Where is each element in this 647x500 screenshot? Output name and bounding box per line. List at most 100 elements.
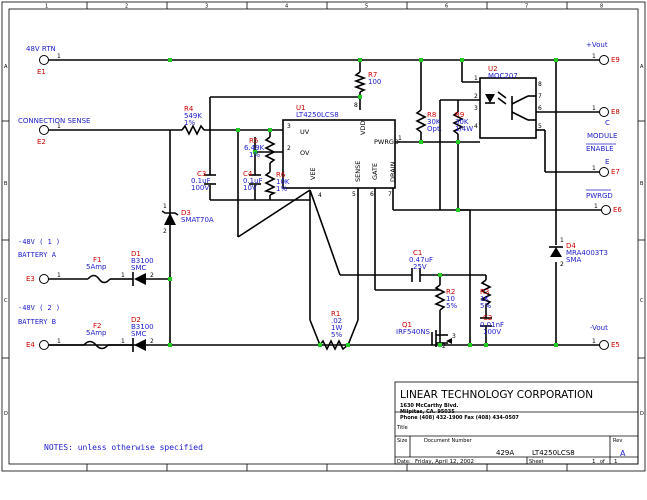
svg-text:1: 1 [57,53,61,60]
r4-ref: R4 [184,105,194,113]
border-col-8: 8 [600,4,603,10]
svg-text:4: 4 [474,123,478,130]
e2-label: CONNECTION SENSE [18,117,90,125]
optocoupler-u2-moc207 [479,77,537,139]
diode-d1 [124,272,146,286]
d1-v2: SMC [131,264,146,272]
svg-text:1: 1 [592,338,596,345]
pin-numbers: 1 1 1 1 1 1 1 1 1 3 2 8 1 4 5 6 7 1 2 3 … [57,53,598,350]
sheet-total: 1 [614,459,618,465]
title-field-label: Title [396,425,408,431]
diode-d4 [549,246,563,257]
svg-text:2: 2 [163,228,167,235]
q1-value: IRF540NS [396,328,431,336]
e3-label: -48V ( 1 ) [18,238,60,246]
r9-v2: 1/4W [455,125,473,133]
module-enable-enable: ENABLE [586,145,614,153]
fuse-f2 [83,340,124,350]
svg-text:3: 3 [452,333,456,340]
e6-label: PWRGD [586,192,613,200]
c3-ref: C3 [197,170,206,178]
resistor-r5 [264,136,276,164]
d2-ref: D2 [131,316,141,324]
svg-text:6: 6 [538,105,542,112]
e5-ref: E5 [611,341,620,349]
sheet-of: of [600,459,605,465]
border-row-b: B [4,181,8,187]
address-line-2: Milpitas, CA. 95035 [400,409,455,415]
svg-text:1: 1 [57,272,61,279]
c1-value: 0.47uF [409,256,433,264]
sheet-field-label: Sheet [529,459,543,465]
r5-v2: 1% [249,151,260,159]
svg-text:1: 1 [121,338,125,345]
rev-field-label: Rev [613,438,622,444]
border-row-b-right: B [640,181,644,187]
r7-ref: R7 [368,71,377,79]
d1-ref: D1 [131,250,141,258]
d1-value: B3100 [131,257,154,265]
svg-text:1: 1 [560,237,564,244]
svg-text:7: 7 [538,93,542,100]
d3-value: SMAT70A [181,216,214,224]
capacitor-c3 [204,174,216,185]
e1-label: 48V RTN [26,45,56,53]
u2-value: MOC207 [488,72,518,80]
f2-ref: F2 [93,322,101,330]
module-enable-module: MODULE [587,132,617,140]
f1-ref: F1 [93,256,101,264]
svg-text:4: 4 [318,192,322,199]
r1-value: .02 [331,317,342,325]
d2-v2: SMC [131,330,146,338]
revision-value: A [620,449,626,458]
svg-text:1: 1 [57,123,61,130]
d3-ref: D3 [181,209,191,217]
border-col-2: 2 [125,4,128,10]
e4-label: -48V ( 2 ) [18,304,60,312]
r3-value: 1K [480,295,489,303]
c3-value: 0.1uF [191,177,211,185]
notes-text: NOTES: unless otherwise specified [44,443,203,452]
docnum-field-label: Document Number [424,438,473,444]
svg-text:2: 2 [150,338,154,345]
svg-text:8: 8 [354,102,358,109]
company-name: LINEAR TECHNOLOGY CORPORATION [400,389,593,401]
e3-sub: BATTERY A [18,251,57,259]
svg-text:1: 1 [592,53,596,60]
module-enable-c: C [605,119,610,127]
drawing-frame: 1 2 3 4 5 6 7 8 A B C D A B C D [1,1,646,472]
fuse-f1 [87,274,111,284]
u1-ref: U1 [296,104,306,112]
u1-pin-sense: SENSE [354,161,362,182]
border-row-a: A [4,64,8,70]
r2-value: 10 [446,295,455,303]
resistor-r2 [434,284,446,311]
r1-v3: 5% [331,331,342,339]
c2-value: 0.01nF [480,321,504,329]
border-col-3: 3 [205,4,208,10]
e4-ref: E4 [26,341,35,349]
u1-pin-gate: GATE [371,163,379,180]
capacitor-c4 [249,174,261,185]
svg-text:3: 3 [474,105,478,112]
u1-value: LT4250LCS8 [296,111,339,119]
u1-pin-drain: DRAIN [389,161,397,182]
border-col-1: 1 [45,4,48,10]
svg-text:1: 1 [592,105,596,112]
sheet-number: 1 [592,459,596,465]
wires [44,59,606,346]
e4-sub: BATTERY B [18,318,56,326]
svg-text:1: 1 [594,203,598,210]
e9-label: +Vout [586,41,608,49]
resistor-r1 [319,339,349,351]
e7-ref: E7 [611,168,620,176]
border-col-7: 7 [525,4,528,10]
ic-u1-lt4250 [282,119,396,189]
r4-v2: 1% [184,119,195,127]
f2-value: 5Amp [86,329,107,337]
q1-ref: Q1 [402,321,412,329]
diode-d2 [124,338,146,352]
e5-label: -Vout [590,324,608,332]
resistor-r7 [353,71,367,93]
